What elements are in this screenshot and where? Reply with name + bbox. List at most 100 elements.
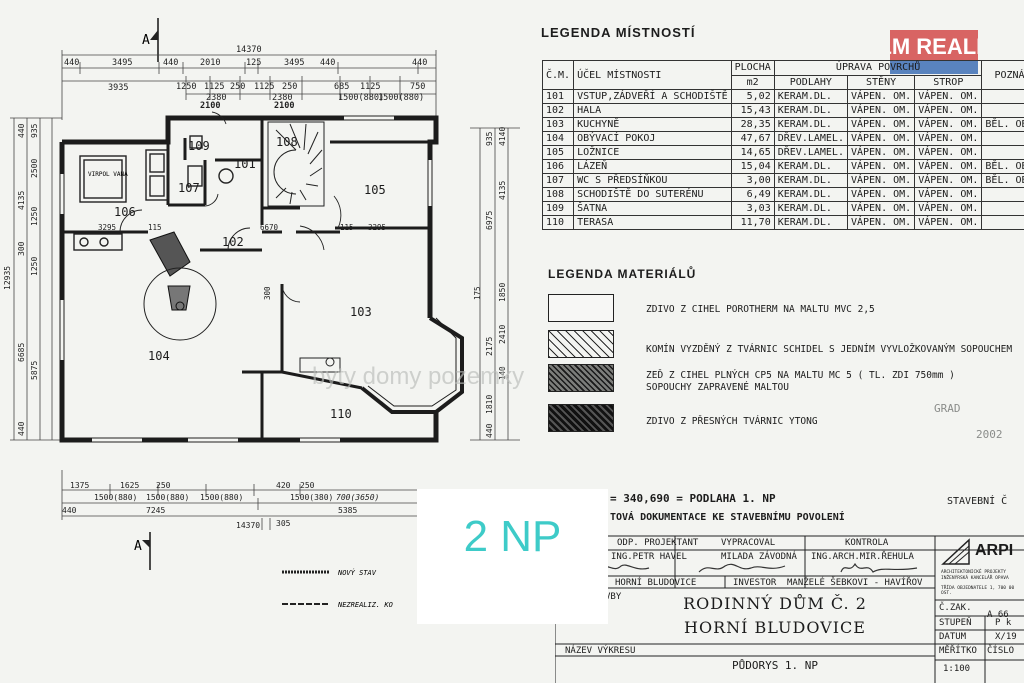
legend-new-state: NOVÝ STAV (337, 568, 377, 577)
meta-value-stage: P k (995, 618, 1012, 628)
dim-label: 1125 (360, 82, 380, 92)
dim-label: 1500(380) (290, 493, 333, 502)
dim-handwritten: 2100 (274, 101, 294, 111)
table-cell-name: KUCHYNĚ (573, 117, 732, 132)
table-cell-ceiling: VÁPEN. OM. (914, 145, 983, 160)
company-name: ARPI (975, 542, 1014, 559)
table-cell-name: LÁZEŇ (573, 159, 732, 174)
dim-label: 5875 (30, 361, 39, 380)
table-cell-area: 3,00 (730, 173, 775, 188)
dim-label: 1500(880) (146, 493, 189, 502)
col-purpose: ÚČEL MÍSTNOSTI (573, 60, 732, 90)
dim-label: 1625 (120, 481, 139, 490)
dim-label: 115 (340, 223, 354, 232)
material-text: ZDIVO Z PŘESNÝCH TVÁRNIC YTONG (646, 416, 818, 427)
room-number: 108 (276, 135, 298, 149)
dim-text-left: 440 935 2500 4135 12935 6685 5875 440 12… (3, 123, 39, 436)
table-cell-name: VSTUP,ZÁDVEŘÍ A SCHODIŠTĚ (573, 89, 732, 104)
table-cell-name: OBÝVACÍ POKOJ (573, 131, 732, 146)
name-checked-by: ING.ARCH.MIR.ŘEHULA (811, 552, 914, 562)
dim-label: 300 (263, 286, 272, 300)
material-text: ZDIVO Z CIHEL POROTHERM NA MALTU MVC 2,5 (646, 304, 875, 315)
dim-lines-bottom (61, 470, 420, 530)
dim-label: 250 (156, 481, 171, 490)
dim-label: 440 (64, 58, 79, 68)
dim-label: 440 (17, 123, 26, 138)
meta-label-contract: Č.ZAK. (939, 603, 972, 613)
dim-label: 1125 (254, 82, 274, 92)
dim-handwritten: 700(3650) (336, 493, 379, 502)
meta-label-scale: MĚŘÍTKO (939, 646, 977, 656)
table-cell-area: 47,67 (730, 131, 775, 146)
staircase (267, 121, 325, 207)
table-cell-name: WC S PŘEDSÍŇKOU (573, 173, 732, 188)
doc-type-text: TOVÁ DOKUMENTACE KE STAVEBNÍMU POVOLENÍ (610, 512, 845, 523)
table-cell-ceiling: VÁPEN. OM. (914, 131, 983, 146)
drawing-label: NÁZEV VÝKRESU (565, 646, 636, 656)
company-sub2: INŽENÝRSKÁ KANCELÁŘ OPAVA (941, 576, 1009, 581)
dim-total-bottom: 14370 (236, 521, 260, 530)
dim-lines-top (61, 50, 437, 120)
dim-label: 935 (30, 123, 39, 138)
dim-label: 4135 (17, 191, 26, 210)
table-cell-floor: KERAM.DL. (773, 103, 848, 118)
meta-value-date: X/19 (995, 632, 1017, 642)
room-number: 107 (178, 181, 200, 195)
table-cell-walls: VÁPEN. OM. (846, 215, 916, 230)
table-cell-ceiling: VÁPEN. OM. (914, 89, 983, 104)
dim-label: 440 (412, 58, 427, 68)
building-label: VBY (605, 592, 622, 602)
section-marker-bottom: A (134, 539, 142, 554)
bay-window (360, 316, 464, 414)
table-cell-walls: VÁPEN. OM. (846, 145, 916, 160)
drawing-name: PŮDORYS 1. NP (731, 659, 819, 672)
table-cell-no: 107 (541, 173, 575, 188)
role-project-lead: ODP. PROJEKTANT (617, 538, 699, 548)
table-cell-floor: KERAM.DL. (773, 187, 848, 202)
table-cell-note (981, 201, 1024, 216)
dim-label: 1250 (30, 207, 39, 226)
table-cell-walls: VÁPEN. OM. (846, 103, 916, 118)
chimney (143, 231, 217, 341)
table-cell-floor: KERAM.DL. (773, 159, 848, 174)
interior-walls (62, 118, 430, 440)
dim-text-top: 14370 440 3495 440 2010 125 3495 440 440… (64, 45, 427, 111)
room-legend-title: LEGENDA MÍSTNOSTÍ (541, 25, 696, 40)
col-note: POZNÁMKA (981, 60, 1024, 90)
room-number: 103 (350, 305, 372, 319)
table-cell-walls: VÁPEN. OM. (846, 89, 916, 104)
dim-label: 250 (282, 82, 297, 92)
dim-label: 440 (320, 58, 335, 68)
floor-label: 2 NP (463, 512, 562, 561)
dim-label: 1850 (498, 283, 507, 302)
table-cell-area: 15,43 (730, 103, 775, 118)
table-cell-name: ŠATNA (573, 201, 732, 216)
meta-label-stage: STUPEŇ (939, 618, 972, 628)
material-swatch-plain (548, 294, 614, 322)
dim-total-top: 14370 (236, 45, 262, 55)
table-cell-no: 102 (541, 103, 575, 118)
table-cell-name: HALA (573, 103, 732, 118)
section-arrow-bottom (142, 540, 150, 548)
col-floor: PODLAHY (773, 74, 848, 90)
dim-text-bottom: 1375 1500(880) 1625 250 1500(880) 1500(8… (62, 481, 379, 530)
window-frames (59, 115, 433, 443)
dim-label: 7245 (146, 506, 165, 515)
kitchen-counter (299, 357, 341, 373)
table-cell-name: TERASA (573, 215, 732, 230)
room-number: 104 (148, 349, 170, 363)
dim-label: 1500(880) (200, 493, 243, 502)
door-arcs (119, 111, 342, 303)
dim-label: 2500 (30, 159, 39, 178)
dim-label: 1500(880) (338, 93, 384, 103)
table-cell-note: BĚL. OBKLAD (981, 159, 1024, 174)
dim-label: 440 (485, 423, 494, 438)
room-number: 102 (222, 235, 244, 249)
place-text: HORNÍ BLUDOVICE (615, 578, 697, 588)
dim-label: 125 (246, 58, 261, 68)
table-cell-no: 104 (541, 131, 575, 146)
